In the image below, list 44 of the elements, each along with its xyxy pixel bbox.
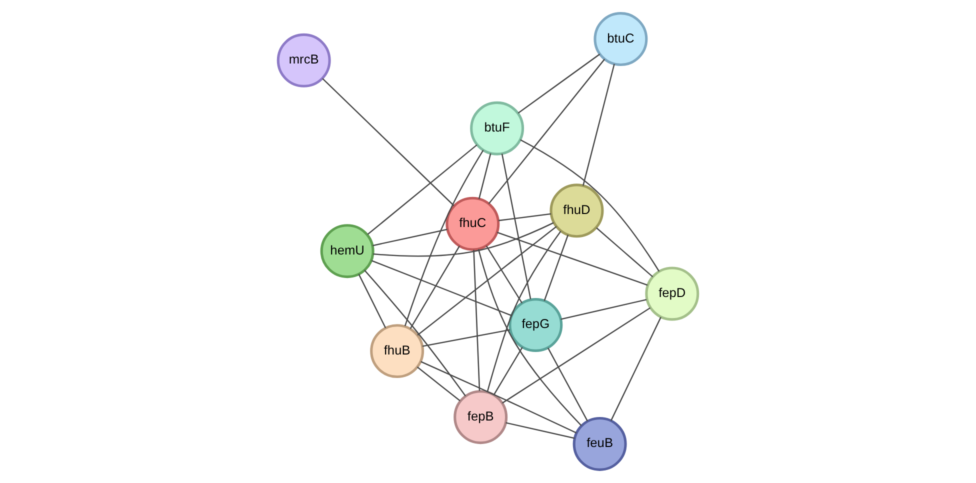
- connector: [404, 150, 484, 326]
- connector: [502, 307, 651, 404]
- connector: [518, 54, 600, 114]
- connector: [371, 260, 512, 316]
- connector: [493, 346, 523, 396]
- connector: [610, 316, 662, 421]
- connector: [410, 246, 460, 330]
- node-circle: btuF: [470, 101, 524, 156]
- connector: [501, 154, 532, 300]
- connector: [488, 58, 606, 204]
- connector: [498, 213, 552, 222]
- connector: [416, 366, 460, 402]
- node-circle: hemU: [320, 224, 374, 278]
- connector: [544, 234, 569, 301]
- connector: [486, 230, 562, 392]
- connector: [547, 348, 588, 422]
- node-circle: fhuB: [370, 324, 424, 378]
- connector: [478, 153, 492, 200]
- node-circle: mrcB: [276, 33, 331, 88]
- connector: [322, 78, 454, 206]
- connector: [596, 227, 654, 278]
- node-circle: feuB: [572, 416, 627, 471]
- node-circle: btuC: [594, 12, 648, 66]
- connector: [560, 298, 647, 320]
- connector: [367, 144, 478, 235]
- connector: [420, 361, 577, 434]
- connector: [520, 139, 660, 272]
- connector: [478, 249, 582, 426]
- connector: [358, 274, 386, 328]
- node-circle: fhuD: [550, 184, 604, 238]
- node-circle: fepB: [454, 390, 508, 444]
- connector: [473, 250, 480, 391]
- connector: [506, 422, 575, 439]
- node-circle: fepG: [508, 298, 563, 352]
- node-circle: fepD: [645, 266, 700, 321]
- connector: [373, 222, 554, 257]
- connector: [372, 228, 448, 246]
- connector: [417, 226, 557, 336]
- connector: [582, 64, 615, 186]
- node-circle: fhuC: [446, 196, 500, 251]
- connector: [486, 245, 523, 304]
- connector: [496, 232, 648, 286]
- connector: [422, 329, 510, 347]
- connector: [364, 270, 466, 396]
